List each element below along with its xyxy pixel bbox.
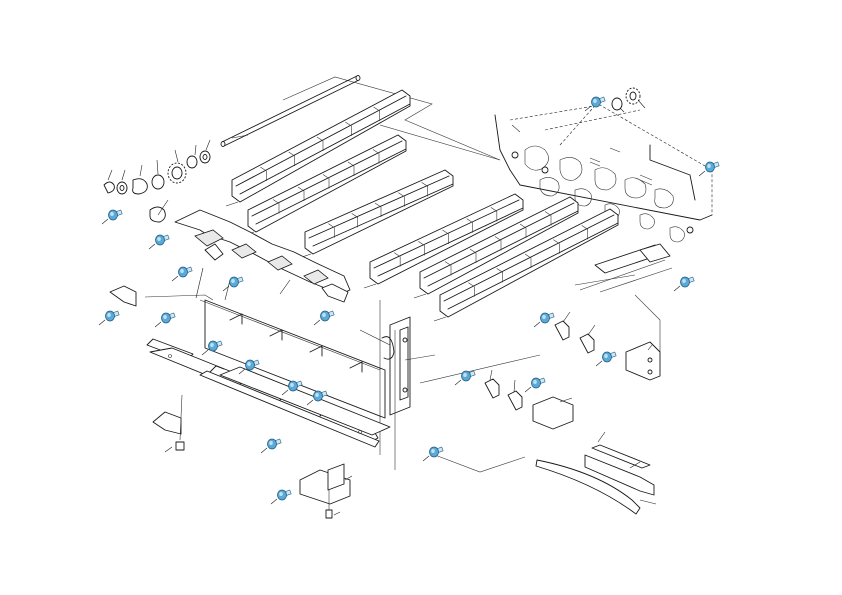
boundary-lines bbox=[144, 76, 661, 473]
hanger-brackets bbox=[109, 285, 353, 519]
screw-icon bbox=[154, 312, 176, 328]
guide-plate-icon bbox=[298, 169, 454, 259]
screw-icon bbox=[584, 96, 606, 112]
screw-icon bbox=[306, 390, 328, 406]
guide-plate-icon bbox=[433, 208, 619, 322]
side-rail-bracket bbox=[579, 243, 673, 293]
screw-icon bbox=[238, 359, 260, 375]
curved-guide bbox=[535, 431, 657, 515]
screw-icon bbox=[533, 312, 555, 328]
screw-icon bbox=[101, 209, 123, 225]
screw-icon bbox=[422, 446, 444, 462]
lower-frame-plate bbox=[146, 338, 391, 448]
guide-plate-icon bbox=[413, 196, 579, 299]
screw-icon bbox=[201, 340, 223, 356]
guide-plate-icon bbox=[241, 134, 407, 237]
screw-icon bbox=[595, 351, 617, 367]
screws bbox=[98, 96, 720, 505]
bracket-icon bbox=[484, 311, 661, 430]
shaft-icon bbox=[220, 75, 361, 147]
guide-plate-icon bbox=[363, 193, 524, 289]
screw-icon bbox=[454, 370, 476, 386]
gear-stack bbox=[103, 139, 211, 223]
screw-icon bbox=[281, 380, 303, 396]
screw-icon bbox=[148, 234, 170, 250]
screw-icon bbox=[171, 266, 193, 282]
guide-plates bbox=[225, 89, 619, 322]
screw-icon bbox=[698, 161, 720, 177]
screw-icon bbox=[98, 310, 120, 326]
gear-icon bbox=[611, 87, 646, 113]
screw-icon bbox=[222, 276, 244, 292]
screw-icon bbox=[270, 489, 292, 505]
screw-icon bbox=[524, 377, 546, 393]
screw-icon bbox=[673, 276, 695, 292]
gear-icon bbox=[167, 162, 187, 184]
roller-bracket-assembly bbox=[174, 209, 351, 303]
screw-icon bbox=[313, 310, 335, 326]
central-frame-plate bbox=[204, 299, 411, 419]
side-frame bbox=[494, 99, 713, 243]
guide-plate-icon bbox=[225, 89, 411, 207]
screw-icon bbox=[260, 438, 282, 454]
